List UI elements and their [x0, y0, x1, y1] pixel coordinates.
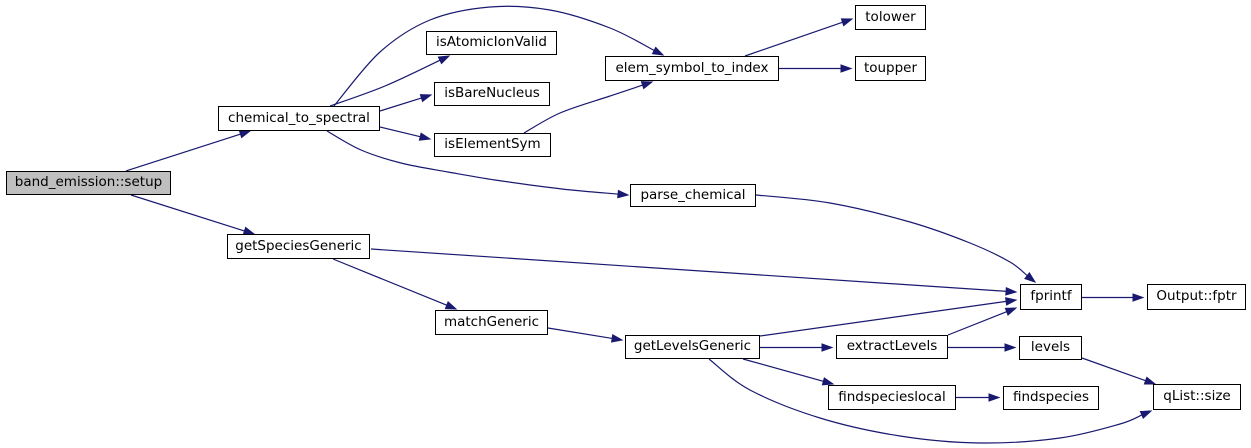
edge-band_emission_setup-to-getSpeciesGeneric	[130, 194, 246, 232]
node-label-tolower: tolower	[865, 8, 916, 25]
edge-getLevelsGeneric-to-fprintf	[759, 300, 1008, 337]
node-Output_fptr[interactable]: Output::fptr	[1147, 284, 1246, 310]
edge-elem_symbol_to_index-to-tolower	[744, 21, 844, 57]
node-label-isBareNucleus: isBareNucleus	[444, 85, 540, 102]
node-chemical_to_spectral[interactable]: chemical_to_spectral	[218, 106, 380, 131]
node-label-isElementSym: isElementSym	[444, 136, 541, 153]
edge-getLevelsGeneric-to-qList_size	[708, 358, 1143, 444]
edge-extractLevels-to-fprintf	[947, 310, 1008, 336]
node-label-getSpeciesGeneric: getSpeciesGeneric	[235, 237, 362, 254]
edge-matchGeneric-to-getLevelsGeneric	[547, 327, 614, 340]
node-label-toupper: toupper	[863, 59, 918, 76]
node-label-findspecieslocal: findspecieslocal	[838, 388, 946, 405]
node-label-band_emission_setup: band_emission::setup	[14, 174, 163, 191]
node-parse_chemical[interactable]: parse_chemical	[630, 184, 756, 207]
arrowhead-getSpeciesGeneric-to-fprintf	[1005, 286, 1018, 296]
arrowhead-getLevelsGeneric-to-fprintf	[1005, 297, 1018, 306]
node-fprintf[interactable]: fprintf	[1020, 284, 1082, 310]
node-tolower[interactable]: tolower	[855, 5, 926, 30]
node-toupper[interactable]: toupper	[855, 56, 926, 81]
node-isBareNucleus[interactable]: isBareNucleus	[434, 82, 550, 106]
edge-chemical_to_spectral-to-isBareNucleus	[379, 97, 423, 112]
arrowhead-chemical_to_spectral-to-isAtomicIonValid	[437, 55, 451, 65]
node-getSpeciesGeneric[interactable]: getSpeciesGeneric	[227, 234, 370, 259]
arrowhead-matchGeneric-to-getLevelsGeneric	[610, 334, 624, 343]
node-matchGeneric[interactable]: matchGeneric	[435, 310, 548, 335]
node-findspecies[interactable]: findspecies	[1003, 386, 1099, 410]
node-elem_symbol_to_index[interactable]: elem_symbol_to_index	[605, 56, 779, 81]
arrowhead-getSpeciesGeneric-to-matchGeneric	[444, 301, 458, 310]
arrowhead-chemical_to_spectral-to-parse_chemical	[617, 189, 630, 199]
edge-chemical_to_spectral-to-isAtomicIonValid	[329, 59, 442, 107]
edge-chemical_to_spectral-to-elem_symbol_to_index	[333, 5, 656, 107]
arrowhead-elem_symbol_to_index-to-toupper	[840, 64, 853, 73]
arrowhead-getLevelsGeneric-to-qList_size	[1139, 410, 1153, 420]
node-label-fprintf: fprintf	[1030, 288, 1072, 305]
node-label-qList_size: qList::size	[1163, 388, 1231, 405]
arrowhead-chemical_to_spectral-to-elem_symbol_to_index	[651, 46, 665, 56]
edge-levels-to-qList_size	[1081, 357, 1147, 382]
node-extractLevels[interactable]: extractLevels	[836, 335, 948, 359]
node-label-findspecies: findspecies	[1012, 389, 1090, 406]
node-band_emission_setup[interactable]: band_emission::setup	[6, 171, 171, 195]
edge-band_emission_setup-to-chemical_to_spectral	[125, 133, 242, 172]
arrowhead-extractLevels-to-levels	[1004, 343, 1017, 352]
node-findspecieslocal[interactable]: findspecieslocal	[828, 385, 956, 410]
node-isElementSym[interactable]: isElementSym	[434, 133, 551, 157]
edge-chemical_to_spectral-to-parse_chemical	[326, 130, 620, 195]
arrowhead-chemical_to_spectral-to-isElementSym	[418, 132, 432, 141]
edge-parse_chemical-to-fprintf	[755, 194, 1029, 277]
node-label-levels: levels	[1030, 339, 1071, 356]
node-label-getLevelsGeneric: getLevelsGeneric	[633, 338, 752, 355]
arrowhead-extractLevels-to-fprintf	[1004, 307, 1018, 316]
edge-getSpeciesGeneric-to-fprintf	[370, 248, 1008, 292]
arrowhead-band_emission_setup-to-chemical_to_spectral	[238, 130, 252, 139]
arrowhead-findspecieslocal-to-findspecies	[988, 393, 1001, 402]
edge-getSpeciesGeneric-to-matchGeneric	[332, 258, 448, 307]
node-label-matchGeneric: matchGeneric	[443, 313, 540, 330]
node-label-elem_symbol_to_index: elem_symbol_to_index	[615, 59, 769, 76]
node-label-extractLevels: extractLevels	[846, 338, 938, 355]
arrowhead-elem_symbol_to_index-to-tolower	[840, 18, 854, 27]
arrowhead-isElementSym-to-elem_symbol_to_index	[640, 81, 654, 90]
node-qList_size[interactable]: qList::size	[1153, 384, 1241, 410]
arrowhead-fprintf-to-Output_fptr	[1132, 293, 1145, 302]
node-isAtomicIonValid[interactable]: isAtomicIonValid	[426, 31, 557, 55]
arrowhead-getLevelsGeneric-to-findspecieslocal	[821, 377, 835, 386]
node-label-Output_fptr: Output::fptr	[1156, 288, 1237, 305]
edge-isElementSym-to-elem_symbol_to_index	[523, 84, 644, 134]
node-levels[interactable]: levels	[1019, 336, 1082, 360]
node-getLevelsGeneric[interactable]: getLevelsGeneric	[625, 335, 760, 359]
node-label-chemical_to_spectral: chemical_to_spectral	[228, 109, 370, 126]
node-label-isAtomicIonValid: isAtomicIonValid	[436, 34, 547, 51]
edge-chemical_to_spectral-to-isElementSym	[379, 126, 422, 138]
node-label-parse_chemical: parse_chemical	[640, 186, 746, 203]
arrowhead-getLevelsGeneric-to-extractLevels	[821, 343, 834, 352]
edge-getLevelsGeneric-to-findspecieslocal	[742, 358, 825, 383]
arrowhead-parse_chemical-to-fprintf	[1024, 272, 1037, 283]
arrowhead-chemical_to_spectral-to-isBareNucleus	[419, 94, 433, 103]
arrowhead-levels-to-qList_size	[1143, 376, 1157, 385]
